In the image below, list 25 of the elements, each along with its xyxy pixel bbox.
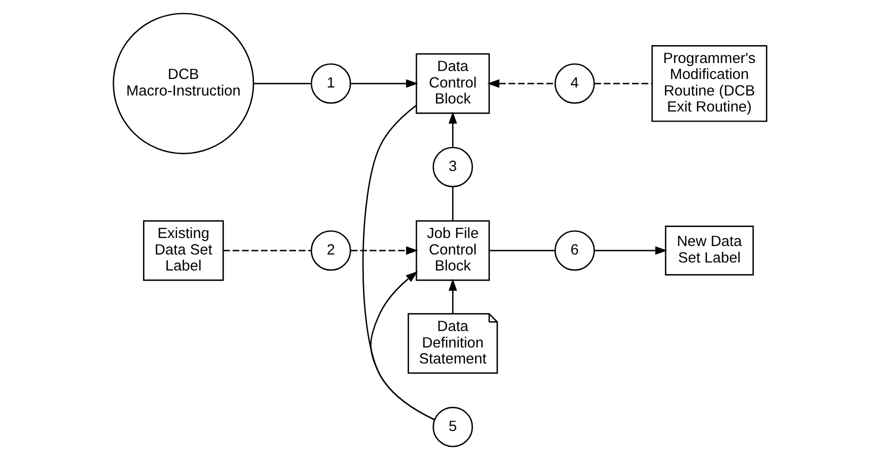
connector — [362, 104, 434, 420]
connector — [253, 82, 310, 84]
connector — [452, 186, 453, 221]
arrow — [448, 278, 457, 314]
node-box: Data Control Block — [415, 53, 490, 114]
node-box: New Data Set Label — [664, 226, 754, 276]
arrow — [350, 79, 418, 88]
node-box: Programmer's Modification Routine (DCB Exit Routine) — [650, 45, 767, 122]
node-box: Job File Control Block — [415, 220, 490, 281]
node-circle: 3 — [432, 146, 472, 188]
arrow — [594, 246, 667, 255]
node-circle: 1 — [310, 63, 351, 104]
connector — [488, 250, 554, 252]
arrow — [448, 111, 457, 148]
arrow — [350, 246, 418, 255]
node-circle: DCB Macro-Instruction — [112, 12, 254, 154]
connector — [594, 82, 652, 84]
node-circle: 5 — [432, 406, 472, 448]
node-circle: 4 — [554, 63, 594, 104]
node-circle: 2 — [310, 230, 351, 271]
node-circle: 6 — [554, 230, 594, 271]
arrow — [486, 79, 554, 88]
arrow — [370, 271, 434, 420]
connector — [222, 250, 311, 252]
node-box: Existing Data Set Label — [142, 220, 224, 281]
